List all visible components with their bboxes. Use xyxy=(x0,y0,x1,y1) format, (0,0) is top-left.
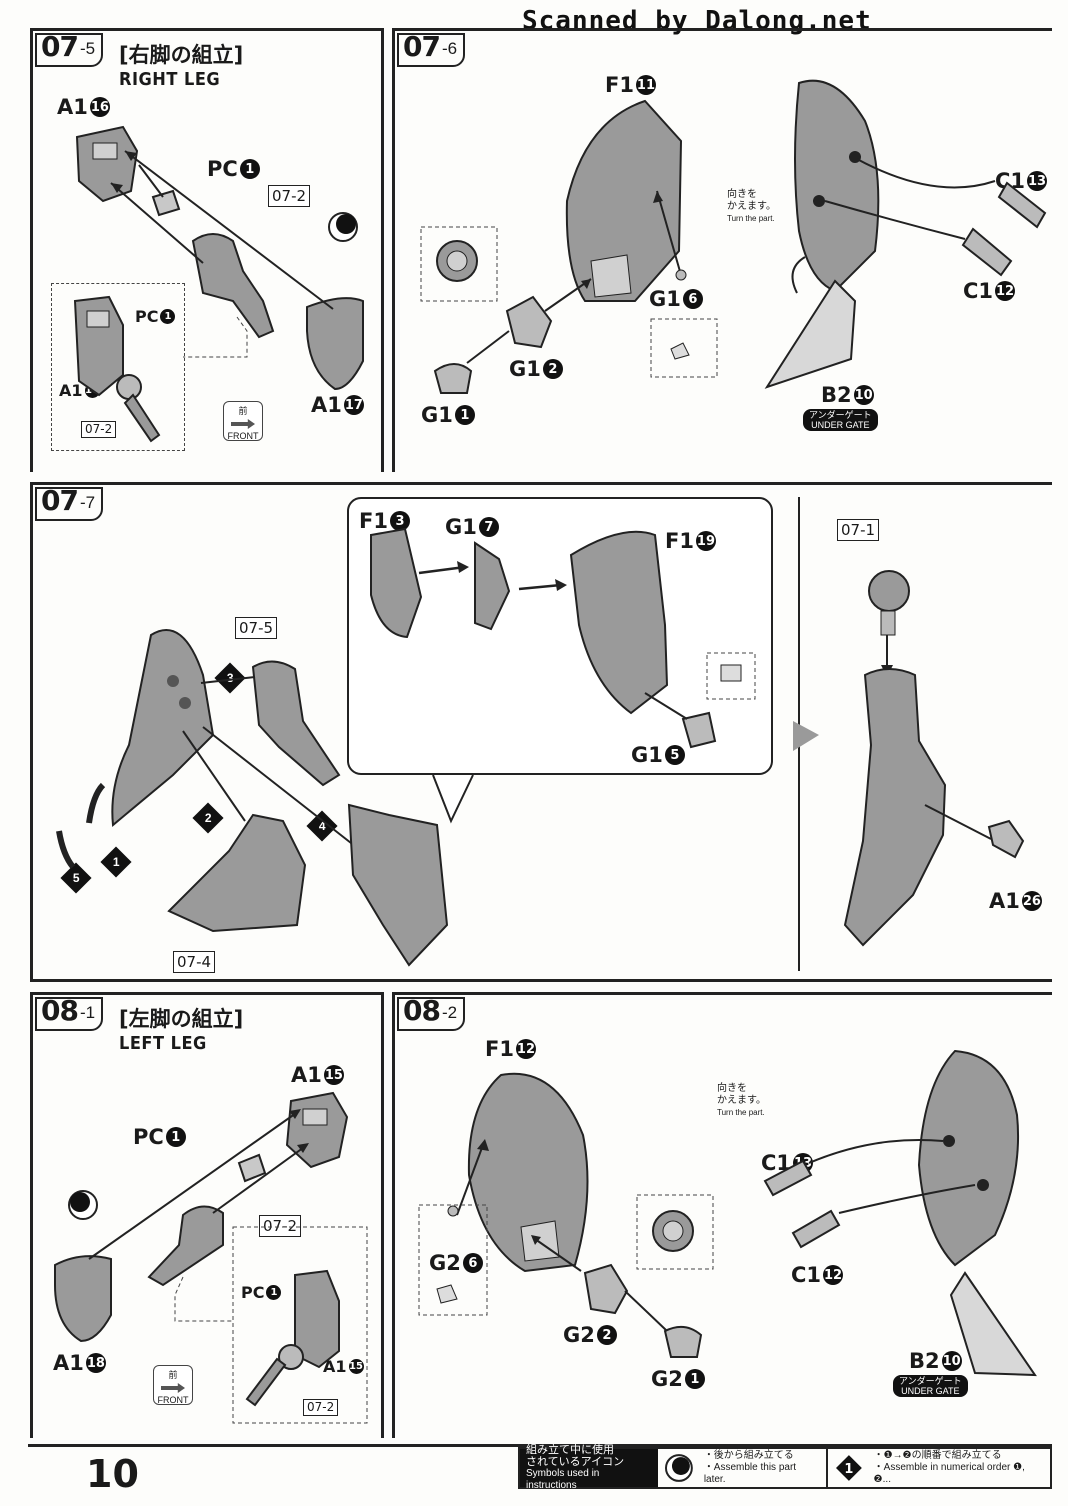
scan-credit: Scanned by Dalong.net xyxy=(522,6,872,36)
svg-text:1: 1 xyxy=(844,1462,853,1477)
ref-07-5: 07-5 xyxy=(235,617,278,639)
step-sub: -2 xyxy=(441,1003,458,1022)
legend-later: ・後から組み立てる ・Assemble this part later. xyxy=(698,1449,828,1487)
step-number: 07 xyxy=(41,484,79,517)
leg-assembly-drawing xyxy=(56,497,1025,971)
ref-07-1: 07-1 xyxy=(837,519,880,541)
step-number: 07 xyxy=(41,30,79,63)
step-number: 08 xyxy=(41,994,79,1027)
numerical-order-icon: 1 xyxy=(835,1455,862,1481)
step-number: 07 xyxy=(403,30,441,63)
step-sub: -7 xyxy=(79,493,96,512)
inset-ref-07-2: 07-2 xyxy=(81,421,117,438)
legend-title: 組み立て中に使用 されているアイコン Symbols used in instr… xyxy=(520,1444,658,1491)
page-number: 10 xyxy=(86,1452,139,1496)
symbol-legend: 組み立て中に使用 されているアイコン Symbols used in instr… xyxy=(518,1444,1052,1491)
legend-order: ・❶→❷の順番で組み立てる ・Assemble in numerical ord… xyxy=(873,1450,1025,1485)
step-title-jp: [右脚の組立] xyxy=(119,43,244,67)
inset-assembled-drawing xyxy=(73,295,161,443)
right-leg-parts-drawing xyxy=(75,125,364,391)
left-leg-parts-drawing xyxy=(54,1091,368,1424)
step-sub: -5 xyxy=(79,39,96,58)
step-id: 08 -1 xyxy=(35,994,104,1031)
inset-ref-07-2: 07-2 xyxy=(303,1399,339,1416)
step-number: 08 xyxy=(403,994,441,1027)
step-title-jp: [左脚の組立] xyxy=(119,1007,244,1031)
step-title-en: LEFT LEG xyxy=(119,1033,207,1054)
step-id: 08 -2 xyxy=(397,994,466,1031)
step-id: 07 -5 xyxy=(35,30,104,67)
step-sub: -6 xyxy=(441,39,458,58)
turn-note: 向きを かえます。Turn the part. xyxy=(727,189,776,223)
turn-note: 向きを かえます。Turn the part. xyxy=(717,1083,766,1117)
footer-rule xyxy=(28,1444,1052,1447)
step-id: 07 -6 xyxy=(397,30,466,67)
ref-07-2: 07-2 xyxy=(268,185,311,207)
inset-box xyxy=(51,283,185,451)
ref-07-4: 07-4 xyxy=(173,951,216,973)
step-title-en: RIGHT LEG xyxy=(119,69,221,90)
step-sub: -1 xyxy=(79,1003,96,1022)
ref-07-2: 07-2 xyxy=(259,1215,302,1237)
step-id: 07 -7 xyxy=(35,484,104,521)
assemble-later-icon xyxy=(664,1454,693,1482)
knee-armor-parts-drawing-left xyxy=(418,1049,1037,1377)
knee-armor-parts-drawing xyxy=(420,79,1047,394)
